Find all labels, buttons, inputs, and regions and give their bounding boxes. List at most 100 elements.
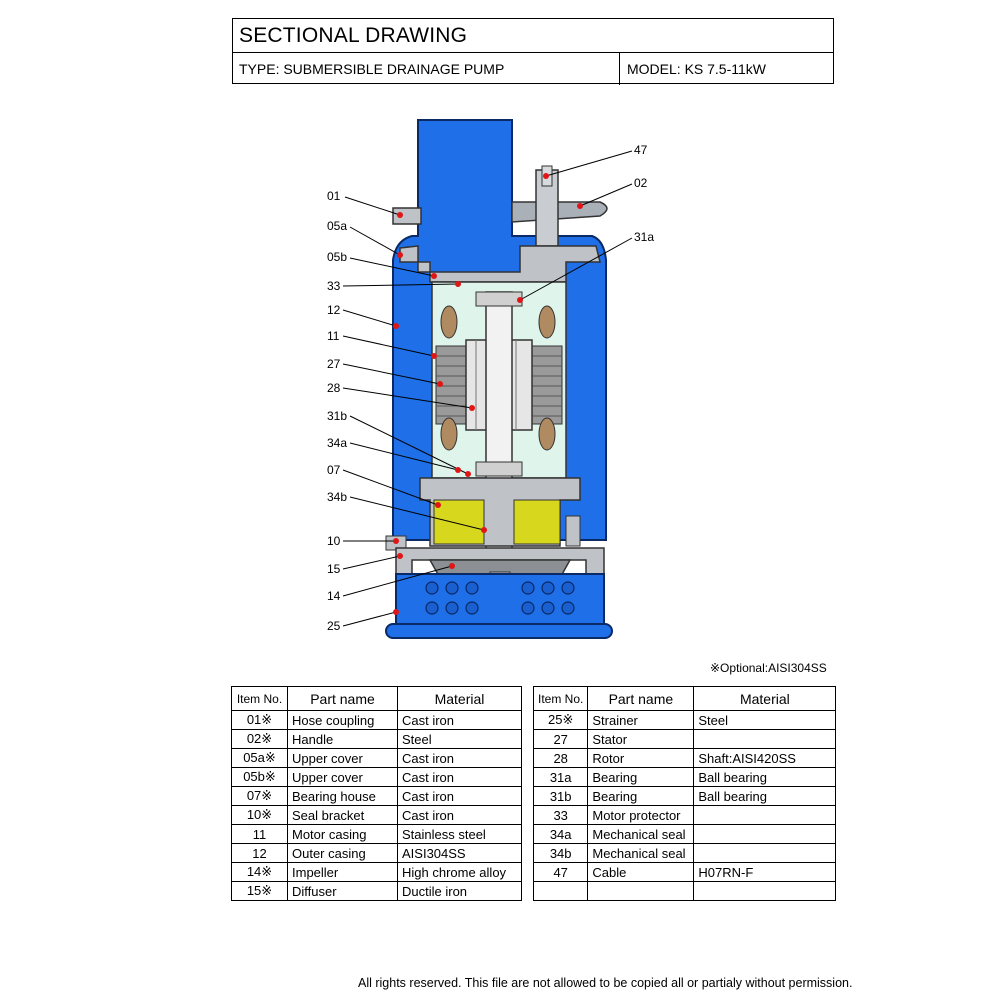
item-no-cell: 05b※ [231, 767, 288, 787]
title-row: SECTIONAL DRAWING [233, 19, 833, 53]
header-item-no: Item No. [231, 686, 288, 711]
item-no-cell: 01※ [231, 710, 288, 730]
part-name-cell: Mechanical seal [587, 843, 695, 863]
oil-chamber-right [513, 499, 561, 545]
material-cell: Cast iron [397, 767, 522, 787]
item-no-cell: 12 [231, 843, 288, 863]
parts-table-left: Item No. Part name Material 01※Hose coup… [231, 686, 522, 901]
part-name-cell: Motor casing [287, 824, 398, 844]
header-material: Material [397, 686, 522, 711]
material-cell: Cast iron [397, 786, 522, 806]
part-name-cell [587, 881, 695, 901]
header-material: Material [693, 686, 837, 711]
pump-model: MODEL: KS 7.5-11kW [627, 61, 767, 77]
winding-bottom-left [440, 417, 458, 451]
header-part-name: Part name [587, 686, 695, 711]
item-no-cell: 34b [532, 843, 589, 863]
header-part-name: Part name [287, 686, 398, 711]
callout-07: 07 [327, 463, 341, 477]
title-block: SECTIONAL DRAWING TYPE: SUBMERSIBLE DRAI… [232, 18, 834, 85]
part-name-cell: Bearing [587, 786, 695, 806]
material-cell: Cast iron [397, 710, 522, 730]
callout-02: 02 [634, 176, 648, 190]
callout-25: 25 [327, 619, 341, 633]
winding-bottom-right [538, 417, 556, 451]
seal-bracket-right [565, 515, 581, 547]
part-name-cell: Cable [587, 862, 695, 882]
part-name-cell: Rotor [587, 748, 695, 768]
material-cell: Cast iron [397, 748, 522, 768]
part-name-cell: Diffuser [287, 881, 398, 901]
part-name-cell: Upper cover [287, 767, 398, 787]
part-name-cell: Hose coupling [287, 710, 398, 730]
item-no-cell: 28 [532, 748, 589, 768]
callout-10: 10 [327, 534, 341, 548]
material-cell: Ball bearing [693, 767, 837, 787]
item-no-cell: 05a※ [231, 748, 288, 768]
header-divider [619, 53, 620, 85]
winding-top-left [440, 305, 458, 339]
material-cell [693, 843, 837, 863]
table-header-row: Item No. Part name Material [231, 686, 522, 711]
callout-11: 11 [327, 329, 340, 343]
table-row [532, 881, 837, 901]
item-no-cell: 31a [532, 767, 589, 787]
material-cell [693, 824, 837, 844]
callout-14: 14 [327, 589, 341, 603]
material-cell: Shaft:AISI420SS [693, 748, 837, 768]
item-no-cell: 27 [532, 729, 589, 749]
pump-body [385, 119, 613, 639]
callout-31b: 31b [327, 409, 347, 423]
material-cell [693, 805, 837, 825]
material-cell [693, 729, 837, 749]
callout-28: 28 [327, 381, 341, 395]
item-no-cell: 47 [532, 862, 589, 882]
header-item-no: Item No. [532, 686, 589, 711]
part-name-cell: Upper cover [287, 748, 398, 768]
item-no-cell: 25※ [532, 710, 589, 730]
callout-15: 15 [327, 562, 341, 576]
item-no-cell: 33 [532, 805, 589, 825]
part-name-cell: Strainer [587, 710, 695, 730]
callout-33: 33 [327, 279, 341, 293]
callout-05b: 05b [327, 250, 347, 264]
part-name-cell: Bearing house [287, 786, 398, 806]
drawing-title: SECTIONAL DRAWING [239, 24, 468, 47]
red-markers [393, 173, 583, 615]
callout-05a: 05a [327, 219, 347, 233]
callout-27: 27 [327, 357, 341, 371]
material-cell: Stainless steel [397, 824, 522, 844]
callout-12: 12 [327, 303, 341, 317]
part-name-cell: Stator [587, 729, 695, 749]
part-name-cell: Motor protector [587, 805, 695, 825]
strainer [395, 573, 605, 627]
pump-type: TYPE: SUBMERSIBLE DRAINAGE PUMP [239, 61, 505, 77]
part-name-cell: Handle [287, 729, 398, 749]
callout-34a: 34a [327, 436, 347, 450]
strainer-holes [425, 581, 575, 615]
material-cell [693, 881, 837, 901]
item-no-cell: 31b [532, 786, 589, 806]
item-no-cell: 10※ [231, 805, 288, 825]
winding-top-right [538, 305, 556, 339]
material-cell: AISI304SS [397, 843, 522, 863]
item-no-cell: 14※ [231, 862, 288, 882]
material-cell: Steel [693, 710, 837, 730]
material-cell: High chrome alloy [397, 862, 522, 882]
optional-note: ※Optional:AISI304SS [710, 661, 827, 675]
item-no-cell: 07※ [231, 786, 288, 806]
upper-cover [399, 245, 601, 283]
part-name-cell: Mechanical seal [587, 824, 695, 844]
